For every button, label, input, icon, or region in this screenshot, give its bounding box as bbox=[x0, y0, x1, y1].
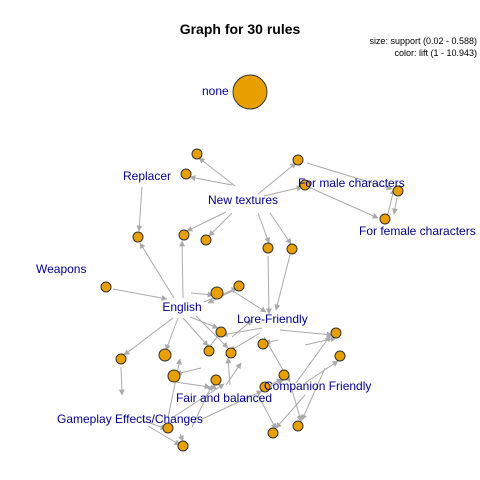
rule-node-21 bbox=[225, 347, 237, 359]
rule-node-8 bbox=[132, 231, 144, 243]
rule-node-26 bbox=[278, 369, 290, 381]
edge-10 bbox=[186, 211, 227, 232]
item-label-companion: Companion Friendly bbox=[264, 379, 371, 393]
edge-6 bbox=[392, 197, 398, 215]
edge-47 bbox=[289, 382, 303, 422]
edge-21 bbox=[274, 254, 291, 311]
rule-node-25 bbox=[210, 374, 222, 386]
edge-56 bbox=[199, 390, 263, 421]
rule-node-30 bbox=[162, 422, 174, 434]
rule-node-27 bbox=[259, 381, 271, 393]
edge-4 bbox=[263, 185, 303, 197]
edge-24 bbox=[165, 317, 179, 351]
edge-26 bbox=[195, 315, 229, 349]
edge-35 bbox=[229, 332, 261, 352]
edge-2 bbox=[189, 175, 233, 186]
rule-node-9 bbox=[178, 229, 190, 241]
edge-9 bbox=[136, 186, 143, 232]
edge-37 bbox=[174, 381, 211, 390]
item-label-english: English bbox=[162, 300, 201, 314]
rule-node-7 bbox=[379, 213, 391, 225]
edge-25 bbox=[189, 316, 219, 329]
edge-17 bbox=[139, 242, 175, 299]
edge-3 bbox=[257, 162, 297, 195]
graph-title: Graph for 30 rules bbox=[180, 21, 301, 37]
legend-color: color: lift (1 - 10.943) bbox=[394, 48, 477, 58]
item-label-weapons: Weapons bbox=[36, 262, 86, 276]
edge-5 bbox=[306, 162, 393, 191]
edge-48 bbox=[257, 394, 277, 430]
edge-12 bbox=[257, 212, 270, 244]
edge-53 bbox=[167, 358, 182, 419]
rule-node-18 bbox=[115, 353, 127, 365]
edge-31 bbox=[279, 329, 333, 338]
edge-40 bbox=[225, 362, 242, 386]
edge-49 bbox=[118, 366, 125, 396]
edge-1 bbox=[198, 157, 236, 187]
edge-23 bbox=[123, 317, 174, 356]
rule-node-17 bbox=[330, 327, 342, 339]
edge-55 bbox=[191, 384, 213, 428]
rule-node-10 bbox=[200, 234, 212, 246]
edge-46 bbox=[275, 394, 306, 429]
edge-layer bbox=[112, 157, 398, 446]
rule-node-1 bbox=[232, 74, 268, 110]
edge-32 bbox=[304, 336, 337, 346]
rule-node-3 bbox=[180, 168, 192, 180]
edge-29 bbox=[231, 319, 253, 338]
edge-11 bbox=[208, 212, 233, 237]
rule-node-11 bbox=[262, 242, 274, 254]
edge-15 bbox=[190, 291, 214, 298]
edge-13 bbox=[269, 212, 292, 245]
edge-16 bbox=[179, 240, 186, 299]
item-label-male: For male characters bbox=[298, 176, 405, 190]
edge-43 bbox=[304, 360, 339, 384]
rule-node-23 bbox=[334, 350, 346, 362]
rule-node-12 bbox=[286, 243, 298, 255]
edge-45 bbox=[301, 367, 326, 421]
edge-14 bbox=[112, 288, 168, 301]
edge-36 bbox=[175, 367, 202, 376]
rule-node-layer bbox=[100, 74, 404, 452]
rule-node-16 bbox=[215, 326, 227, 338]
item-label-new-textures: New textures bbox=[208, 193, 278, 207]
edge-50 bbox=[141, 419, 167, 430]
edge-30 bbox=[221, 327, 263, 338]
edge-51 bbox=[147, 425, 181, 446]
item-label-none: none bbox=[202, 84, 229, 98]
edge-20 bbox=[265, 255, 272, 315]
rule-node-14 bbox=[210, 286, 224, 300]
rule-node-5 bbox=[299, 179, 311, 191]
item-label-female: For female characters bbox=[359, 224, 476, 238]
edge-54 bbox=[171, 383, 225, 419]
edge-7 bbox=[305, 185, 379, 219]
rule-node-20 bbox=[203, 345, 215, 357]
edge-27 bbox=[182, 317, 209, 347]
item-label-replacer: Replacer bbox=[123, 169, 171, 183]
edge-22 bbox=[232, 290, 267, 313]
rule-node-4 bbox=[292, 154, 304, 166]
rule-node-28 bbox=[292, 420, 304, 432]
rule-node-31 bbox=[177, 440, 189, 452]
rule-node-22 bbox=[257, 338, 269, 350]
item-label-lore: Lore-Friendly bbox=[237, 312, 308, 326]
rule-node-15 bbox=[233, 280, 245, 292]
rule-node-24 bbox=[167, 369, 181, 383]
legend-size: size: support (0.02 - 0.588) bbox=[369, 36, 477, 46]
edge-42 bbox=[295, 335, 331, 384]
rule-node-19 bbox=[158, 348, 172, 362]
rule-node-2 bbox=[191, 148, 203, 160]
rule-node-13 bbox=[100, 281, 112, 293]
item-label-fair: Fair and balanced bbox=[176, 391, 272, 405]
rule-node-29 bbox=[267, 427, 279, 439]
rule-node-6 bbox=[392, 185, 404, 197]
edge-52 bbox=[178, 433, 184, 442]
item-label-gameplay: Gameplay Effects/Changes bbox=[57, 412, 203, 426]
